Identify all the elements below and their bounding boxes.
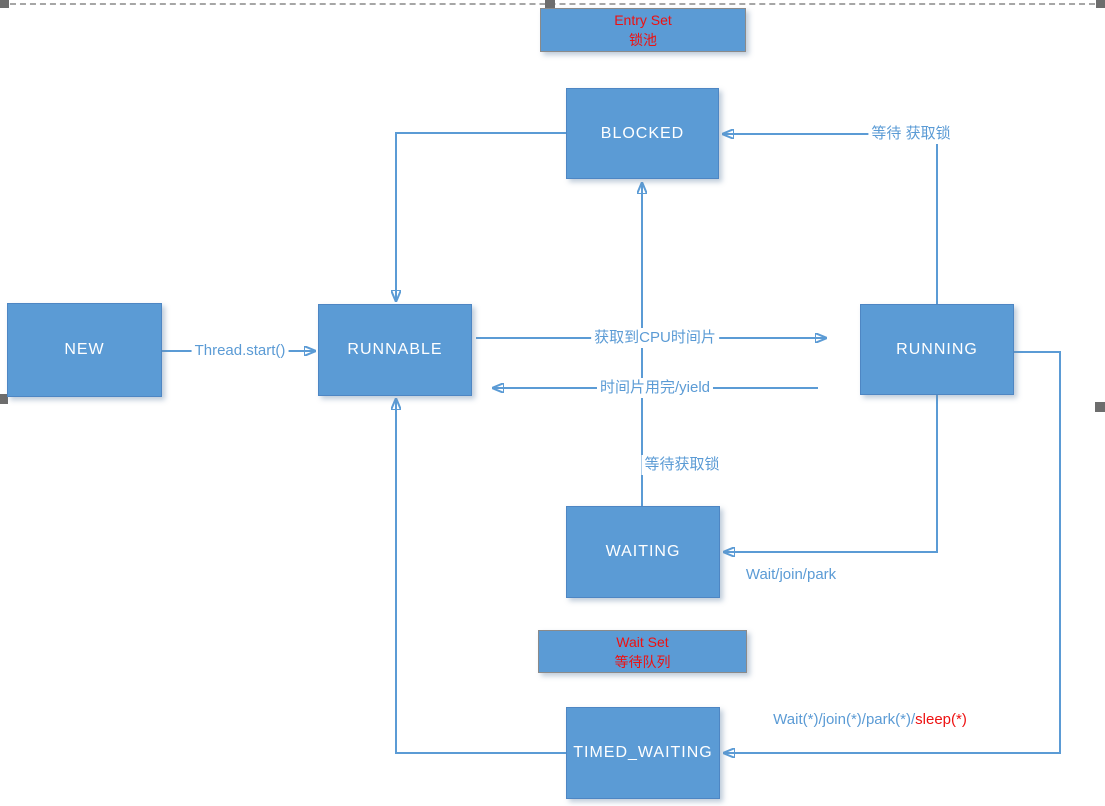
wait-set-line1: Wait Set bbox=[616, 633, 669, 650]
node-blocked[interactable]: BLOCKED bbox=[566, 88, 719, 179]
selection-handle-right-middle[interactable] bbox=[1095, 402, 1105, 412]
edge-label-timed-blue-part: Wait(*)/join(*)/park(*)/ bbox=[773, 711, 916, 728]
edge-running-to-timed-waiting bbox=[724, 351, 1061, 753]
node-runnable-label: RUNNABLE bbox=[347, 341, 443, 358]
edge-running-to-blocked bbox=[723, 134, 938, 304]
node-entry-set[interactable]: Entry Set 锁池 bbox=[540, 8, 746, 52]
selection-handle-top-middle[interactable] bbox=[545, 0, 555, 8]
selection-handle-left-middle[interactable] bbox=[0, 394, 8, 404]
node-timed-waiting-label: TIMED_WAITING bbox=[573, 744, 713, 761]
edge-label-acquire-cpu[interactable]: 获取到CPU时间片 bbox=[591, 328, 719, 348]
edge-label-wait-join-park[interactable]: Wait/join/park bbox=[745, 566, 837, 583]
edge-blocked-to-runnable bbox=[396, 132, 566, 301]
edge-running-to-waiting bbox=[724, 395, 938, 552]
node-running[interactable]: RUNNING bbox=[860, 304, 1014, 395]
edge-label-wait-lock-mid[interactable]: 等待获取锁 bbox=[641, 455, 723, 475]
edge-label-wait-lock-top[interactable]: 等待 获取锁 bbox=[868, 124, 954, 144]
wait-set-line2: 等待队列 bbox=[614, 653, 671, 670]
node-new[interactable]: NEW bbox=[7, 303, 162, 397]
selection-handle-top-right[interactable] bbox=[1096, 0, 1105, 8]
selection-handle-top-left[interactable] bbox=[0, 0, 9, 8]
node-waiting-label: WAITING bbox=[605, 543, 681, 560]
node-timed-waiting[interactable]: TIMED_WAITING bbox=[566, 707, 720, 799]
edge-timed-waiting-to-runnable bbox=[396, 399, 566, 754]
edge-label-timed-waiting-calls[interactable]: Wait(*)/join(*)/park(*)/sleep(*) bbox=[770, 710, 970, 730]
edge-label-yield[interactable]: 时间片用完/yield bbox=[596, 378, 714, 398]
node-blocked-label: BLOCKED bbox=[600, 124, 685, 142]
node-new-label: NEW bbox=[64, 341, 105, 358]
edge-label-thread-start[interactable]: Thread.start() bbox=[191, 341, 289, 361]
node-runnable[interactable]: RUNNABLE bbox=[318, 304, 472, 396]
entry-set-line2: 锁池 bbox=[629, 32, 657, 48]
edge-label-timed-red-part: sleep(*) bbox=[915, 711, 967, 728]
entry-set-line1: Entry Set bbox=[614, 12, 672, 28]
node-wait-set[interactable]: Wait Set 等待队列 bbox=[538, 630, 747, 673]
node-running-label: RUNNING bbox=[896, 340, 978, 358]
node-waiting[interactable]: WAITING bbox=[566, 506, 720, 598]
